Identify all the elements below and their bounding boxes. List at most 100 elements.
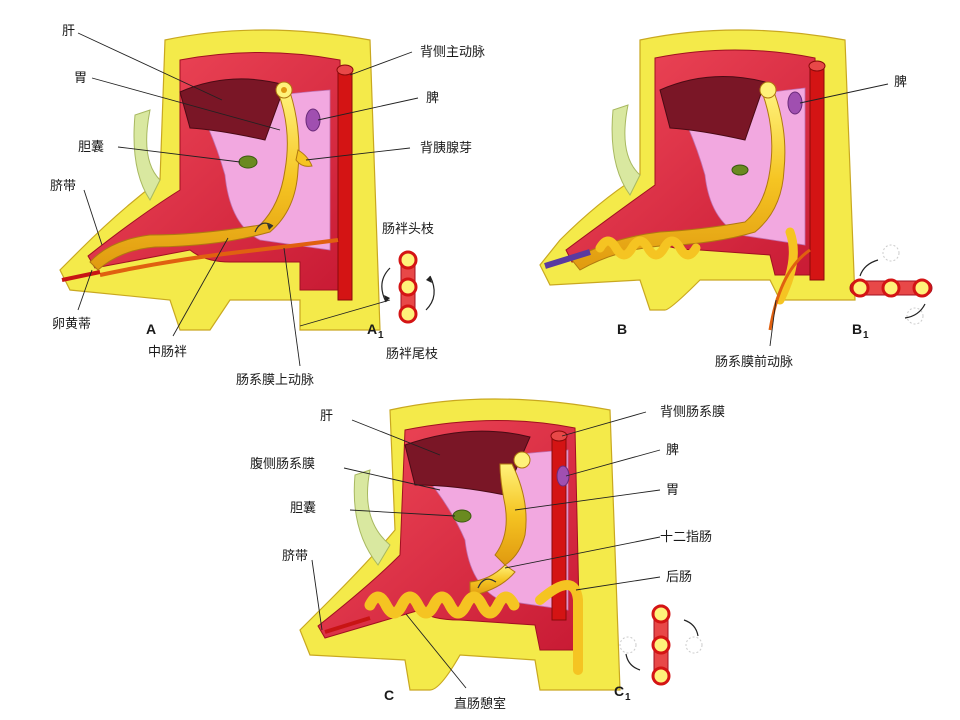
panel-a-gallbladder bbox=[238, 155, 258, 169]
panel-c-label-gallbladder: 胆囊 bbox=[290, 500, 316, 516]
panel-c-label-duodenum: 十二指肠 bbox=[660, 530, 712, 545]
panel-c-label-hindgut: 后肠 bbox=[666, 570, 692, 585]
panel-a-label-pancreatic-bud: 背胰腺芽 bbox=[420, 141, 472, 156]
panel-b-label-spleen: 脾 bbox=[894, 75, 907, 90]
panel-c-gallbladder bbox=[452, 509, 472, 523]
panel-b-spleen bbox=[787, 91, 803, 115]
panel-a-label-stomach: 胃 bbox=[74, 71, 87, 86]
panel-a-inset-caudal-label: 肠袢尾枝 bbox=[386, 347, 438, 362]
panel-b-spleen-leader bbox=[799, 83, 889, 104]
panel-a-label-spleen: 脾 bbox=[426, 91, 439, 106]
panel-c-rectal-recess-leader bbox=[405, 613, 467, 689]
panel-b-inset-node-right bbox=[912, 278, 932, 298]
panel-a-aorta-end bbox=[336, 64, 354, 76]
panel-c-liver bbox=[404, 430, 531, 496]
panel-c-hindgut-leader bbox=[575, 576, 661, 591]
panel-c-label-ventral-mesentery: 腹侧肠系膜 bbox=[250, 456, 315, 472]
panel-b-label-ima: 肠系膜前动脉 bbox=[715, 354, 793, 370]
panel-b-tissue-edge bbox=[611, 104, 641, 196]
panel-a-inset-arrowhead-left bbox=[384, 295, 390, 302]
panel-c-gallbladder-leader bbox=[349, 509, 456, 517]
panel-b-liver bbox=[659, 76, 766, 141]
panel-c-letter: C bbox=[384, 687, 394, 703]
panel-b: 脾 B 肠系膜前动脉 bbox=[539, 29, 907, 370]
panel-b-gallbladder bbox=[731, 164, 749, 176]
panel-a-inset-cranial-label: 肠袢头枝 bbox=[382, 222, 434, 237]
panel-a-inset: 肠袢头枝 A 1 肠袢尾枝 bbox=[367, 222, 438, 362]
panel-a-spleen-leader bbox=[317, 97, 419, 121]
panel-a-spleen bbox=[305, 108, 321, 132]
panel-b-foregut-opening bbox=[759, 81, 777, 99]
panel-b-letter: B bbox=[617, 321, 627, 337]
panel-a-label-gallbladder: 胆囊 bbox=[78, 139, 104, 155]
panel-a-rotation-arrowhead bbox=[267, 224, 273, 230]
panel-a-gut bbox=[89, 91, 300, 271]
panel-c-inset: C 1 bbox=[614, 604, 703, 703]
panel-b-inset-arrow-bottom bbox=[904, 303, 926, 319]
panel-c-dorsal-mesentery-leader bbox=[561, 411, 647, 437]
panel-a-midgut-leader bbox=[172, 237, 229, 337]
panel-c-spleen-leader bbox=[565, 449, 661, 477]
panel-c-stomach-leader bbox=[514, 489, 661, 511]
panel-c-label-rectal-recess: 直肠憩室 bbox=[454, 696, 506, 712]
panel-a-foregut-lumen bbox=[281, 87, 287, 93]
panel-a-liver-leader bbox=[77, 32, 223, 101]
panel-a-inset-node-top bbox=[398, 250, 418, 270]
panel-a-vitelline bbox=[61, 270, 101, 282]
panel-c-stomach bbox=[494, 463, 527, 566]
panel-c-ventral-mesentery-leader bbox=[343, 467, 441, 491]
panel-a-sma-leader bbox=[283, 247, 301, 367]
panel-a-label-umbilical-cord: 脐带 bbox=[50, 179, 76, 194]
panel-a-inset-node-bottom bbox=[398, 304, 418, 324]
panel-c-small-intestine-coils bbox=[364, 591, 520, 619]
panel-c-rotation-arrow bbox=[477, 578, 497, 589]
panel-b-midgut-coils bbox=[595, 236, 701, 260]
panel-b-inset-subscript: 1 bbox=[863, 330, 869, 341]
panel-b-inset-node-mid bbox=[881, 278, 901, 298]
panel-c-inset-arrow-right bbox=[683, 619, 699, 637]
panel-c-tissue-edge bbox=[353, 469, 391, 566]
panel-a-aorta-leader bbox=[349, 51, 413, 76]
panel-a-pancreatic-bud bbox=[295, 149, 313, 167]
panel-a-label-midgut-loop: 中肠袢 bbox=[148, 345, 187, 360]
panel-c-hindgut bbox=[535, 580, 583, 675]
panel-a-stomach-leader bbox=[91, 77, 281, 131]
panel-c-label-umbilical-cord: 脐带 bbox=[282, 549, 308, 564]
panel-a-label-dorsal-aorta: 背侧主动脉 bbox=[420, 45, 485, 60]
panel-b-inset: B 1 bbox=[849, 244, 933, 341]
panel-b-inset-letter: B bbox=[852, 321, 862, 337]
panel-a-vitelline-leader bbox=[77, 269, 93, 311]
panel-a-inset-letter: A bbox=[367, 321, 377, 337]
panel-c-liver-leader bbox=[351, 419, 441, 456]
panel-a: 肝 胃 胆囊 脐带 卵黄蒂 A 中肠袢 肠系膜上动脉 背侧主动脉 脾 背胰腺芽 bbox=[50, 24, 485, 388]
panel-b-ima bbox=[768, 248, 811, 331]
panel-c-aorta-end bbox=[550, 430, 568, 442]
panel-c-inset-node-top bbox=[651, 604, 671, 624]
panel-c-spleen bbox=[556, 465, 570, 487]
panel-a-gallbladder-leader bbox=[117, 146, 241, 163]
panel-b-inset-ghost-bottom bbox=[906, 307, 924, 325]
panel-a-label-vitelline-duct: 卵黄蒂 bbox=[52, 317, 91, 332]
panel-c: 肝 腹侧肠系膜 胆囊 脐带 C 直肠憩室 背侧肠系膜 脾 胃 十二指肠 后肠 bbox=[250, 398, 725, 712]
panel-a-inset-node-mid bbox=[398, 277, 418, 297]
panel-b-inset-node-left bbox=[850, 278, 870, 298]
panel-c-inset-node-mid bbox=[651, 635, 671, 655]
panel-c-inset-letter: C bbox=[614, 683, 624, 699]
panel-a-label-liver: 肝 bbox=[62, 24, 75, 39]
panel-b-hindgut bbox=[775, 227, 798, 305]
panel-b-inset-arrow-top bbox=[859, 259, 879, 277]
panel-a-umbilical-leader bbox=[83, 189, 103, 246]
panel-a-dorsal-aorta bbox=[337, 69, 353, 301]
panel-b-ima-leader bbox=[769, 299, 777, 347]
panel-b-gut bbox=[571, 91, 786, 271]
panel-c-inset-subscript: 1 bbox=[625, 692, 631, 703]
panel-a-label-sma: 肠系膜上动脉 bbox=[236, 373, 314, 388]
panel-a-letter: A bbox=[146, 321, 156, 337]
panel-a-sma bbox=[99, 238, 339, 277]
panel-c-inset-ghost-right bbox=[685, 636, 703, 654]
panel-a-inset-arrow-left bbox=[381, 267, 391, 303]
panel-c-umbilical-leader bbox=[311, 559, 323, 631]
panel-a-inset-leader bbox=[299, 299, 391, 327]
panel-c-duodenum-leader bbox=[504, 536, 661, 569]
